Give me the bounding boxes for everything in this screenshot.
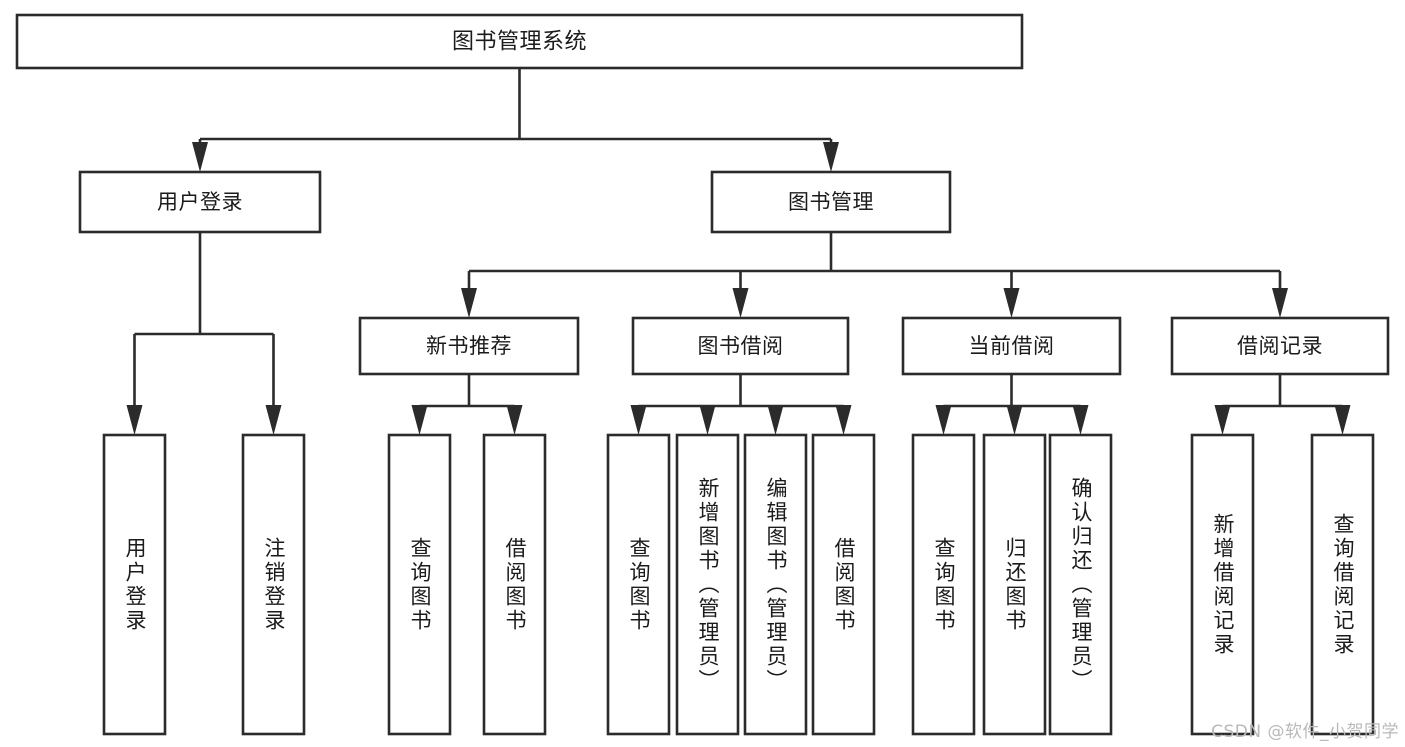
arrow-currentborrow-to-leaf-cb-confirm [1072,405,1089,435]
arrow-bookborrow-to-leaf-bb-edit [767,405,784,435]
arrow-borrowrecord-to-leaf-br-query [1334,405,1351,435]
node-label-user-login: 用户登录 [157,190,243,214]
arrow-currentborrow-to-leaf-cb-return [1006,405,1023,435]
arrow-newbookrec-to-leaf-rec-query [411,405,428,435]
node-book-borrow[interactable] [631,316,850,376]
connector-layer [126,68,1351,435]
arrow-bookborrow-to-leaf-bb-query [630,405,647,435]
arrow-bookmanage-to-current-borrow [1003,288,1020,318]
arrow-currentborrow-to-leaf-cb-query [935,405,952,435]
arrow-bookmanage-to-new-book-rec [461,288,477,318]
node-leaf-br-query[interactable] [1310,433,1375,736]
watermark: CSDN @软件_小贺同学 [1211,722,1399,742]
arrow-bookmanage-to-borrow-record [1272,288,1288,318]
node-label-book-borrow: 图书借阅 [698,334,784,358]
node-leaf-cb-return[interactable] [982,433,1047,736]
node-leaf-user-logout[interactable] [241,433,306,736]
node-leaf-cb-query[interactable] [911,433,976,736]
node-label-book-manage: 图书管理 [788,190,874,214]
arrow-newbookrec-to-leaf-rec-borrow [506,405,523,435]
node-box-layer [15,13,1390,736]
node-current-borrow[interactable] [901,316,1122,376]
node-leaf-bb-borrow[interactable] [811,433,876,736]
arrow-bookborrow-to-leaf-bb-add [699,405,716,435]
node-leaf-cb-confirm[interactable] [1048,433,1113,736]
arrow-root-to-user-login [192,142,208,172]
arrow-userlogin-to-leaf-user-logout [265,405,282,435]
node-label-root: 图书管理系统 [452,30,587,55]
arrow-userlogin-to-leaf-user-login [126,405,143,435]
node-leaf-bb-add[interactable] [675,433,740,736]
arrow-borrowrecord-to-leaf-br-add [1214,405,1231,435]
node-label-new-book-rec: 新书推荐 [426,334,512,358]
node-user-login[interactable] [78,170,322,234]
node-leaf-bb-query[interactable] [606,433,671,736]
node-leaf-rec-borrow[interactable] [482,433,547,736]
node-leaf-bb-edit[interactable] [743,433,808,736]
arrow-root-to-book-manage [823,142,839,172]
arrow-bookborrow-to-leaf-bb-borrow [835,405,852,435]
node-label-current-borrow: 当前借阅 [969,334,1055,358]
arrow-bookmanage-to-book-borrow [732,288,749,318]
node-borrow-record[interactable] [1170,316,1390,376]
node-new-book-rec[interactable] [358,316,580,376]
node-leaf-rec-query[interactable] [387,433,452,736]
node-label-borrow-record: 借阅记录 [1237,334,1323,358]
node-book-manage[interactable] [710,170,952,234]
node-root-root[interactable] [15,13,1024,70]
node-leaf-user-login[interactable] [102,433,167,736]
node-leaf-br-add[interactable] [1190,433,1255,736]
